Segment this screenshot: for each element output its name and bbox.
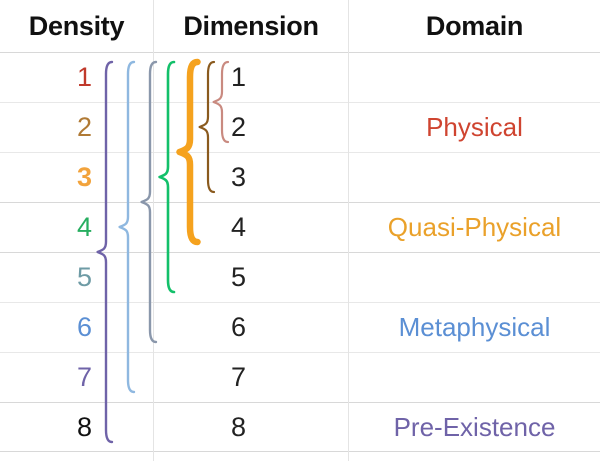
row-divider (0, 102, 600, 103)
density-cell: 7 (76, 361, 92, 392)
density-cell: 4 (76, 211, 92, 242)
dimension-cell: 5 (230, 261, 246, 292)
row-divider (0, 302, 600, 303)
row-divider (0, 451, 600, 452)
domain-cell: Physical (426, 111, 523, 142)
brace-density-6-lightblue (118, 60, 136, 394)
column-header-dimension: Dimension (183, 10, 319, 41)
row-divider (0, 402, 600, 403)
dimension-cell: 8 (230, 411, 246, 442)
column-header-density: Density (28, 10, 125, 41)
row-divider (0, 202, 600, 203)
dimension-cell: 3 (230, 161, 246, 192)
domain-cell: Metaphysical (398, 311, 551, 342)
domain-cell: Quasi-Physical (387, 211, 562, 242)
column-divider (348, 0, 349, 461)
density-cell: 1 (76, 61, 92, 92)
density-cell: 2 (76, 111, 92, 142)
row-divider (0, 152, 600, 153)
row-divider (0, 352, 600, 353)
density-cell: 3 (76, 161, 92, 192)
row-divider (0, 52, 600, 53)
density-cell: 5 (76, 261, 92, 292)
domain-cell: Pre-Existence (393, 411, 556, 442)
dimension-cell: 1 (230, 61, 246, 92)
row-divider (0, 252, 600, 253)
density-cell: 8 (76, 411, 92, 442)
dimension-cell: 2 (230, 111, 246, 142)
density-cell: 6 (76, 311, 92, 342)
column-header-domain: Domain (425, 10, 524, 41)
dimension-cell: 4 (230, 211, 246, 242)
dimension-cell: 6 (230, 311, 246, 342)
dimension-cell: 7 (230, 361, 246, 392)
